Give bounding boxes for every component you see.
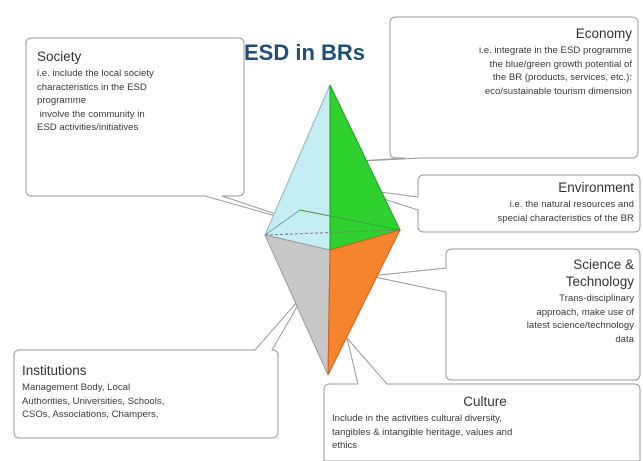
science-line: Trans-disciplinary [559, 293, 634, 304]
science-heading-2: Technology [565, 274, 634, 289]
environment-callout-bubble [349, 174, 641, 233]
science-text: Science & Technology Trans-disciplinary … [452, 256, 634, 346]
society-line: involve the community in [37, 108, 145, 120]
culture-face [327, 229, 401, 376]
science-line: data [615, 333, 634, 345]
institutions-line: Management Body, Local [22, 382, 131, 393]
institutions-line: Authorities, Universities, Schools, [22, 395, 165, 407]
culture-heading: Culture [463, 394, 507, 409]
science-heading-1: Science & [573, 257, 634, 272]
economy-line: the BR (products, services, etc.): [492, 72, 632, 83]
society-line: characteristics in the ESD [37, 81, 147, 93]
economy-heading: Economy [575, 26, 632, 41]
institutions-callout-bubble [13, 292, 306, 439]
society-line: programme [37, 95, 87, 106]
society-line: ESD activities/initiatives [37, 122, 139, 133]
economy-line: i.e. integrate in the ESD programme [478, 45, 632, 56]
society-face [264, 84, 331, 251]
society-line: i.e. include the local society [37, 68, 154, 79]
society-callout-bubble [25, 37, 319, 229]
science-callout-bubble [369, 248, 641, 381]
culture-text: Culture Include in the activities cultur… [332, 393, 638, 453]
environment-heading: Environment [558, 180, 634, 195]
economy-callout-bubble [344, 16, 639, 163]
economy-line: the blue/green growth potential of [489, 58, 632, 70]
environment-text: Environment i.e. the natural resources a… [424, 179, 634, 225]
institutions-heading: Institutions [22, 363, 87, 378]
culture-line: Include in the activities cultural diver… [332, 413, 502, 424]
economy-line: eco/sustainable tourism dimension [484, 85, 632, 97]
society-text: Society i.e. include the local society c… [37, 48, 237, 135]
diamond-back-edge [264, 229, 401, 236]
culture-line: tangibles & intangible heritage, values … [332, 426, 513, 438]
society-heading: Society [37, 49, 82, 64]
economy-text: Economy i.e. integrate in the ESD progra… [396, 25, 632, 98]
diamond-back-edge-right [299, 209, 401, 231]
science-line: latest science/technology [526, 320, 634, 331]
environment-line: special characteristics of the BR [497, 212, 634, 224]
environment-line: i.e. the natural resources and [509, 199, 634, 210]
diagram-title: ESD in BRs [244, 40, 366, 65]
culture-callout-bubble [323, 337, 641, 461]
science-line: approach, make use of [536, 306, 634, 318]
culture-line: ethics [332, 440, 358, 451]
diamond-back-edge-left [264, 209, 301, 236]
institutions-line: CSOs, Associations, Champers, [22, 409, 159, 420]
institutions-text: Institutions Management Body, Local Auth… [22, 362, 272, 422]
